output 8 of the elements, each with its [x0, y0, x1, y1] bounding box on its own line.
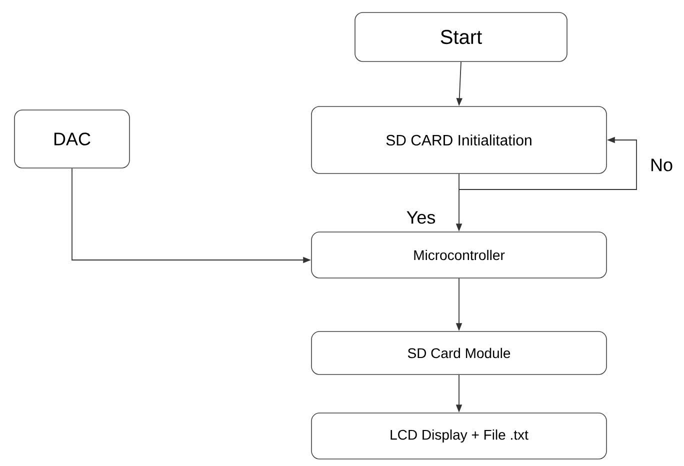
process-box: Microcontroller	[311, 232, 607, 278]
process-box: SD Card Module	[311, 331, 607, 375]
process-box: Start	[354, 12, 568, 62]
edge-label: Yes	[405, 210, 437, 225]
process-box: LCD Display + File .txt	[311, 412, 607, 460]
process-box: SD CARD Initialitation	[311, 106, 607, 174]
edge-label: No	[649, 158, 674, 172]
process-box: DAC	[14, 110, 130, 168]
